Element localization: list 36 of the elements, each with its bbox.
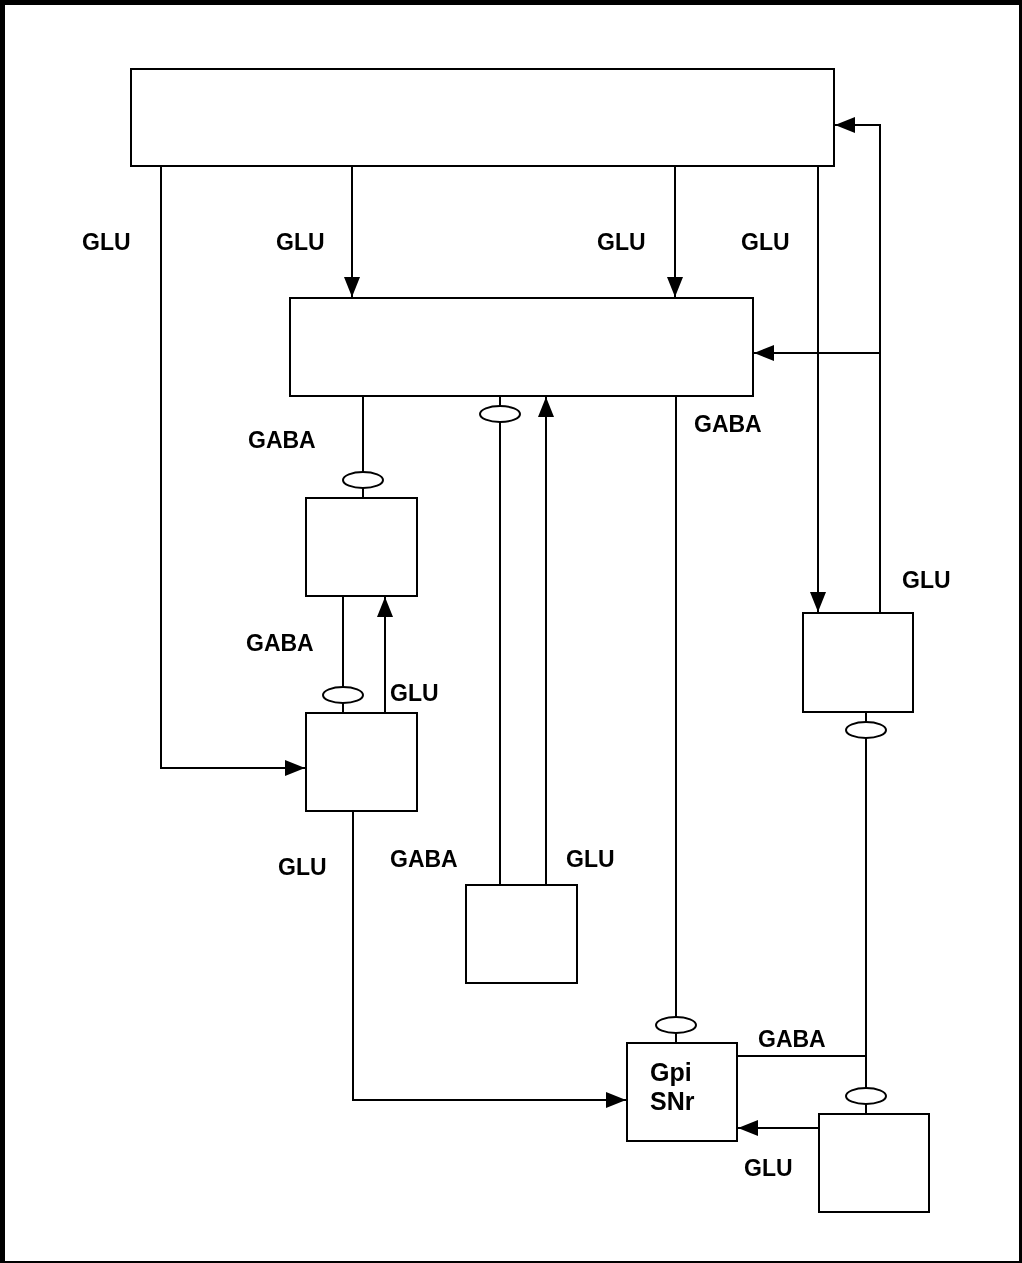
edge-label: GLU — [276, 229, 325, 256]
empty-box — [305, 497, 418, 597]
empty-box — [818, 1113, 930, 1213]
edge-label: GLU — [390, 680, 439, 707]
inhibitory-connector — [655, 396, 697, 1043]
edge-label: GABA — [390, 846, 458, 873]
inhibitory-connector — [322, 596, 364, 713]
node-label: Gpi SNr — [650, 1058, 696, 1116]
edge-label: GLU — [82, 229, 131, 256]
edge-label: GLU — [741, 229, 790, 256]
arrow — [377, 596, 393, 713]
inhibitory-connector — [342, 396, 384, 498]
arrow — [344, 166, 360, 298]
inhibitory-connector — [737, 1055, 887, 1114]
edge-label: GLU — [566, 846, 615, 873]
edge-label: GABA — [694, 411, 762, 438]
arrow — [160, 166, 306, 776]
empty-box — [289, 297, 754, 397]
arrow — [810, 166, 826, 613]
edge-label: GLU — [744, 1155, 793, 1182]
arrow — [667, 166, 683, 298]
inhibitory-connector — [479, 396, 521, 885]
empty-box — [305, 712, 418, 812]
empty-box — [802, 612, 914, 713]
edge-label: GLU — [278, 854, 327, 881]
arrow — [538, 396, 554, 885]
edge-label: GABA — [246, 630, 314, 657]
empty-box — [130, 68, 835, 167]
edge-label: GLU — [597, 229, 646, 256]
labeled-box — [626, 1042, 738, 1142]
empty-box — [465, 884, 578, 984]
arrow — [352, 811, 627, 1108]
edge-label: GABA — [248, 427, 316, 454]
arrow — [737, 1120, 819, 1136]
edge-label: GABA — [758, 1026, 826, 1053]
edge-label: GLU — [902, 567, 951, 594]
